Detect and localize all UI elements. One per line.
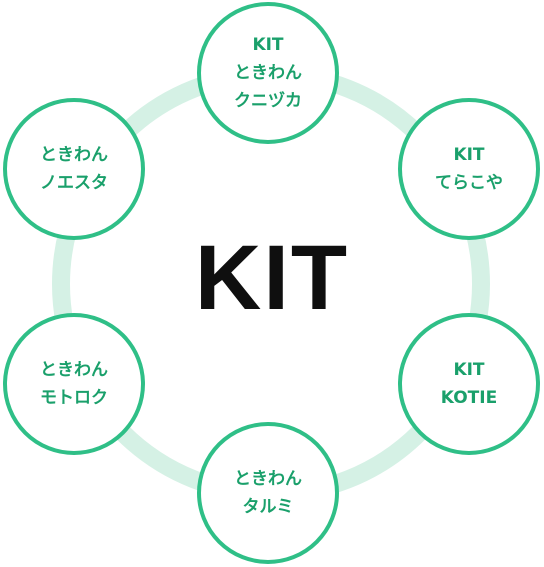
node-tokiwan-tarumi: ときわん タルミ — [197, 422, 339, 564]
node-line: KIT — [453, 145, 485, 165]
node-line: タルミ — [242, 497, 294, 517]
node-line: ノエスタ — [40, 173, 108, 193]
node-tokiwan-noesta: ときわん ノエスタ — [3, 98, 145, 240]
node-line: モトロク — [40, 388, 108, 408]
node-line: ときわん — [234, 469, 302, 489]
node-line: てらこや — [435, 173, 503, 193]
node-line: KOTIE — [440, 388, 498, 408]
node-kit-terakoya: KIT てらこや — [398, 98, 540, 240]
node-line: ときわん — [40, 360, 108, 380]
node-line: KIT — [252, 35, 284, 55]
node-line: ときわん — [234, 63, 302, 83]
node-line: クニヅカ — [234, 91, 302, 111]
node-line: KIT — [453, 360, 485, 380]
node-kit-tokiwan-kunizuka: KIT ときわん クニヅカ — [197, 2, 339, 144]
center-title: KIT — [194, 227, 350, 329]
node-line: ときわん — [40, 145, 108, 165]
node-kit-kotie: KIT KOTIE — [398, 313, 540, 455]
node-tokiwan-motoroku: ときわん モトロク — [3, 313, 145, 455]
